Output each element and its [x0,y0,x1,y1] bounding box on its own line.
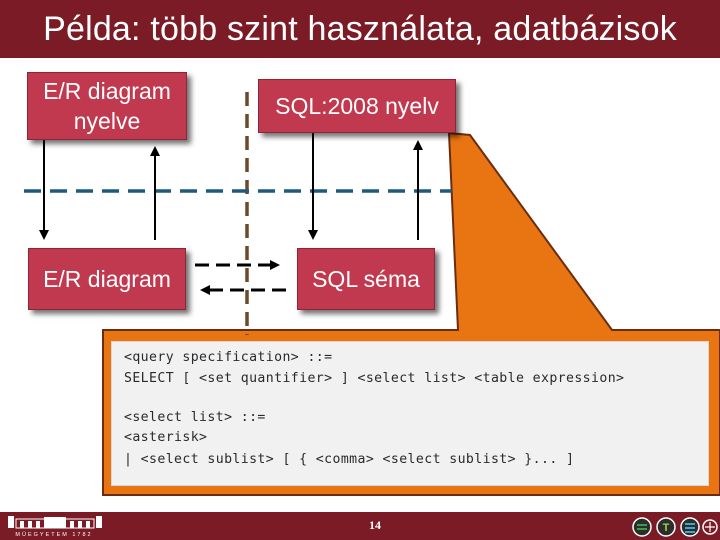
grammar-line: <select list> ::= [124,410,266,425]
footer-bar [0,512,720,540]
slide-title: Példa: több szint használata, adatbáziso… [43,9,677,48]
logo-left-text: MŰEGYETEM 1782 [15,531,92,538]
sql-schema-label: SQL séma [312,266,420,292]
university-logo: MŰEGYETEM 1782 [8,516,102,538]
sql-grammar-panel: <query specification> ::= SELECT [ <set … [111,341,709,486]
title-bar: Példa: több szint használata, adatbáziso… [0,0,720,58]
fti-logo-icon [632,517,652,537]
faculty-logos: T [632,517,718,537]
er-diagram-label: E/R diagram [43,266,171,292]
sql-language-label: SQL:2008 nyelv [275,93,439,119]
grammar-line: SELECT [ <set quantifier> ] <select list… [124,371,625,386]
sql-schema-box: SQL séma [297,248,435,310]
svg-text:T: T [663,522,670,534]
t-logo-icon [656,517,676,537]
er-diagram-box: E/R diagram [28,248,186,310]
grammar-line: <query specification> ::= [124,350,333,365]
grammar-line: | <select sublist> [ { <comma> <select s… [124,452,575,467]
corner-logo-icon [702,519,718,535]
page-number: 14 [369,518,381,532]
er-language-box: E/R diagram nyelve [27,72,187,140]
grammar-line: <asterisk> [124,430,208,445]
er-language-label: E/R diagram nyelve [43,78,171,134]
sql-language-box: SQL:2008 nyelv [258,79,456,133]
